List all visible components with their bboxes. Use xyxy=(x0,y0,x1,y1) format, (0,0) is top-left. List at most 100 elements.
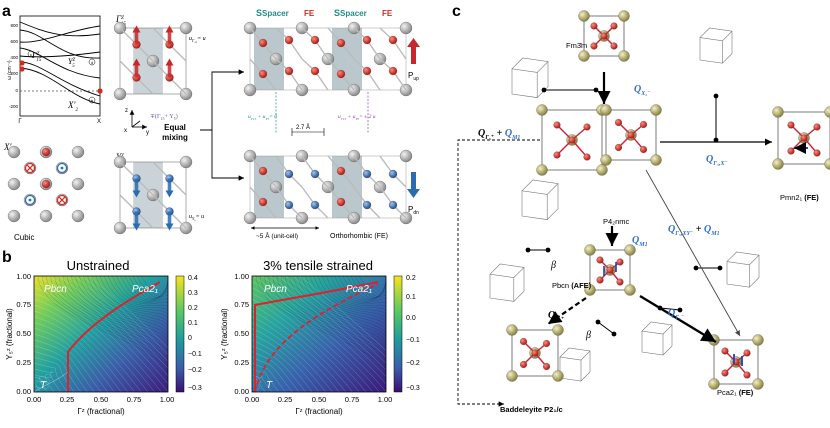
svg-text:0.25: 0.25 xyxy=(60,395,75,404)
o-atom xyxy=(743,349,751,357)
o-atom xyxy=(336,38,346,48)
sum-zero-annotation: uΓ15 + uY5= 0 xyxy=(248,114,277,121)
svg-text:0.50: 0.50 xyxy=(234,329,249,338)
svg-text:0.2: 0.2 xyxy=(406,275,416,282)
mixing-label: mixing xyxy=(162,133,188,142)
baddeleyite-structure xyxy=(506,324,564,382)
gold-atom xyxy=(596,164,608,176)
svg-text:X′2: X′2 xyxy=(67,100,78,113)
svg-text:800: 800 xyxy=(10,23,18,28)
svg-text:c: c xyxy=(30,52,32,57)
svg-text:0: 0 xyxy=(15,88,18,93)
svg-text:0.25: 0.25 xyxy=(278,395,293,404)
o-atom xyxy=(336,197,346,207)
svg-text:YZ5: YZ5 xyxy=(68,57,75,69)
q-gamma5x-label: QΓ₅,X⁻ xyxy=(706,154,728,167)
left-y-ticks: 0.00 0.25 0.50 0.75 1.00 xyxy=(16,272,31,396)
gold-atom xyxy=(536,164,548,176)
o-atom xyxy=(336,69,346,79)
mix-formula: ∓(Γ15+ Y5) xyxy=(150,113,178,121)
svg-text:0.1: 0.1 xyxy=(188,320,198,327)
o-atom xyxy=(388,66,398,76)
o-atom xyxy=(41,179,51,189)
svg-text:-200: -200 xyxy=(9,104,19,109)
o-atom xyxy=(568,136,576,144)
gold-atom xyxy=(578,50,590,62)
hf-atom xyxy=(243,211,257,225)
left-xlabel: Γᶻ (fractional) xyxy=(77,407,125,416)
svg-text:−0.1: −0.1 xyxy=(188,351,202,358)
o-atom xyxy=(310,200,320,210)
hf-atom xyxy=(39,209,53,223)
svg-text:T: T xyxy=(266,380,273,391)
right-x-ticks: 0.00 0.25 0.50 0.75 1.00 xyxy=(245,395,393,404)
o-atom xyxy=(542,362,551,371)
svg-text:0.3: 0.3 xyxy=(188,290,198,297)
pmn21-structure xyxy=(772,106,830,170)
axis-triad: z y x xyxy=(124,108,149,136)
svg-text:Γ: Γ xyxy=(18,119,22,125)
o-atom xyxy=(310,66,320,76)
svg-text:1.00: 1.00 xyxy=(378,395,393,404)
svg-text:Pup: Pup xyxy=(408,71,419,82)
o-atom xyxy=(553,121,561,129)
q-x2-label: QX₂⁻ xyxy=(634,84,651,97)
o-atom xyxy=(362,35,372,45)
svg-text:0.00: 0.00 xyxy=(27,395,42,404)
pmn21-wire-cell xyxy=(726,251,760,288)
svg-text:0.75: 0.75 xyxy=(16,300,31,309)
p42nmc-structure xyxy=(536,104,608,176)
svg-text:−0.3: −0.3 xyxy=(406,385,420,392)
gold-atom xyxy=(650,154,662,166)
svg-text:0: 0 xyxy=(188,335,192,342)
svg-text:−0.2: −0.2 xyxy=(406,360,420,367)
o-atom xyxy=(639,120,648,129)
o-atom xyxy=(610,22,618,30)
o-atom xyxy=(519,337,528,346)
gold-atom xyxy=(752,334,764,346)
p42nmc-side-structure xyxy=(600,104,662,166)
orthorhombic-label: Orthorhombic (FE) xyxy=(330,233,388,240)
o-atom xyxy=(284,35,294,45)
gold-atom xyxy=(552,370,564,382)
hf-atom xyxy=(399,149,413,163)
q-gamma5xy-label: QΓ₅,XY⁻ + QM1 xyxy=(668,224,720,237)
o-atom xyxy=(614,143,623,152)
svg-text:0.4: 0.4 xyxy=(188,275,198,282)
gamma15-cell xyxy=(113,21,193,101)
hf-atom xyxy=(71,145,85,159)
gold-atom xyxy=(584,284,596,296)
panel-c-letter: c xyxy=(452,3,461,20)
unstrained-title: Unstrained xyxy=(67,258,130,273)
svg-text:SSpacer: SSpacer xyxy=(256,8,289,18)
o-atom xyxy=(583,123,591,131)
svg-text:z: z xyxy=(125,108,128,114)
energy-map-strained: Pbcn Pca2₁ T xyxy=(251,275,387,393)
o-atom xyxy=(596,256,604,264)
gold-atom xyxy=(824,158,830,170)
svg-text:−0.2: −0.2 xyxy=(188,367,202,374)
baddeleyite-wire-cell xyxy=(559,347,591,382)
o-atom xyxy=(542,339,551,348)
o-atom xyxy=(614,118,623,127)
o-atom xyxy=(583,153,591,161)
baddeleyite-label: Baddeleyite P2₁/c xyxy=(500,405,563,414)
y5-cell xyxy=(113,155,193,235)
svg-text:Pdn: Pdn xyxy=(408,205,419,216)
hf-atom xyxy=(179,21,193,35)
gold-atom xyxy=(584,244,596,256)
fm3m-structure xyxy=(578,10,630,62)
x2-mode-lattice xyxy=(7,145,85,223)
o-atom xyxy=(258,166,268,176)
svg-text:0.00: 0.00 xyxy=(16,387,31,396)
o-atom xyxy=(610,42,618,50)
right-ylabel: Y₅ᶻ (fractional) xyxy=(220,308,229,360)
o-atom xyxy=(284,200,294,210)
hf-atom xyxy=(399,21,413,35)
o-atom xyxy=(600,32,608,40)
svg-text:0.00: 0.00 xyxy=(234,387,249,396)
gold-atom xyxy=(506,324,518,336)
beta-label-1: β xyxy=(550,260,556,271)
